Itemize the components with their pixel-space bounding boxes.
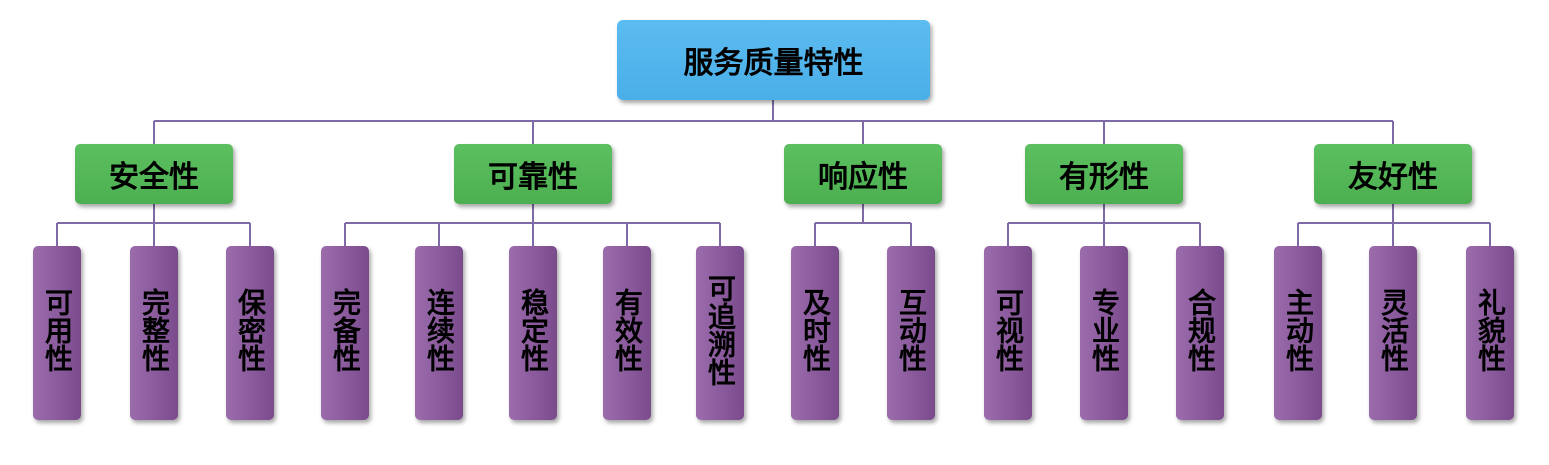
leaf-label: 完整性 — [138, 288, 171, 372]
leaf-node: 主动性 — [1274, 246, 1322, 420]
leaf-label: 专业性 — [1088, 288, 1121, 372]
leaf-label: 保密性 — [234, 288, 267, 372]
category-node: 有形性 — [1025, 144, 1183, 204]
leaf-label: 合规性 — [1184, 288, 1217, 372]
leaf-label: 主动性 — [1282, 288, 1315, 372]
category-label: 响应性 — [818, 160, 908, 195]
leaf-node: 可用性 — [33, 246, 81, 420]
leaf-node: 及时性 — [791, 246, 839, 420]
leaf-node: 合规性 — [1176, 246, 1224, 420]
leaf-node: 完整性 — [130, 246, 178, 420]
leaf-label: 可视性 — [992, 288, 1025, 372]
leaf-label: 有效性 — [611, 288, 644, 372]
leaf-node: 可追溯性 — [696, 246, 744, 420]
leaf-label: 可用性 — [41, 288, 74, 372]
category-label: 友好性 — [1348, 160, 1438, 195]
category-node: 响应性 — [784, 144, 942, 204]
category-label: 有形性 — [1059, 160, 1149, 195]
leaf-node: 有效性 — [603, 246, 651, 420]
leaf-node: 互动性 — [887, 246, 935, 420]
leaf-node: 稳定性 — [509, 246, 557, 420]
leaf-node: 礼貌性 — [1466, 246, 1514, 420]
leaf-label: 及时性 — [799, 288, 832, 372]
leaf-label: 连续性 — [423, 288, 456, 372]
leaf-label: 互动性 — [895, 288, 928, 372]
leaf-node: 专业性 — [1080, 246, 1128, 420]
category-node: 可靠性 — [454, 144, 612, 204]
leaf-label: 稳定性 — [517, 288, 550, 372]
category-label: 可靠性 — [488, 160, 578, 195]
leaf-node: 灵活性 — [1369, 246, 1417, 420]
leaf-node: 完备性 — [321, 246, 369, 420]
leaf-node: 保密性 — [226, 246, 274, 420]
leaf-node: 可视性 — [984, 246, 1032, 420]
leaf-label: 灵活性 — [1377, 288, 1410, 372]
root-node: 服务质量特性 — [617, 20, 930, 100]
category-node: 安全性 — [75, 144, 233, 204]
root-label: 服务质量特性 — [683, 46, 864, 81]
leaf-label: 可追溯性 — [704, 274, 737, 386]
leaf-label: 完备性 — [329, 288, 362, 372]
leaf-label: 礼貌性 — [1474, 288, 1507, 372]
category-label: 安全性 — [109, 160, 199, 195]
category-node: 友好性 — [1314, 144, 1472, 204]
leaf-node: 连续性 — [415, 246, 463, 420]
